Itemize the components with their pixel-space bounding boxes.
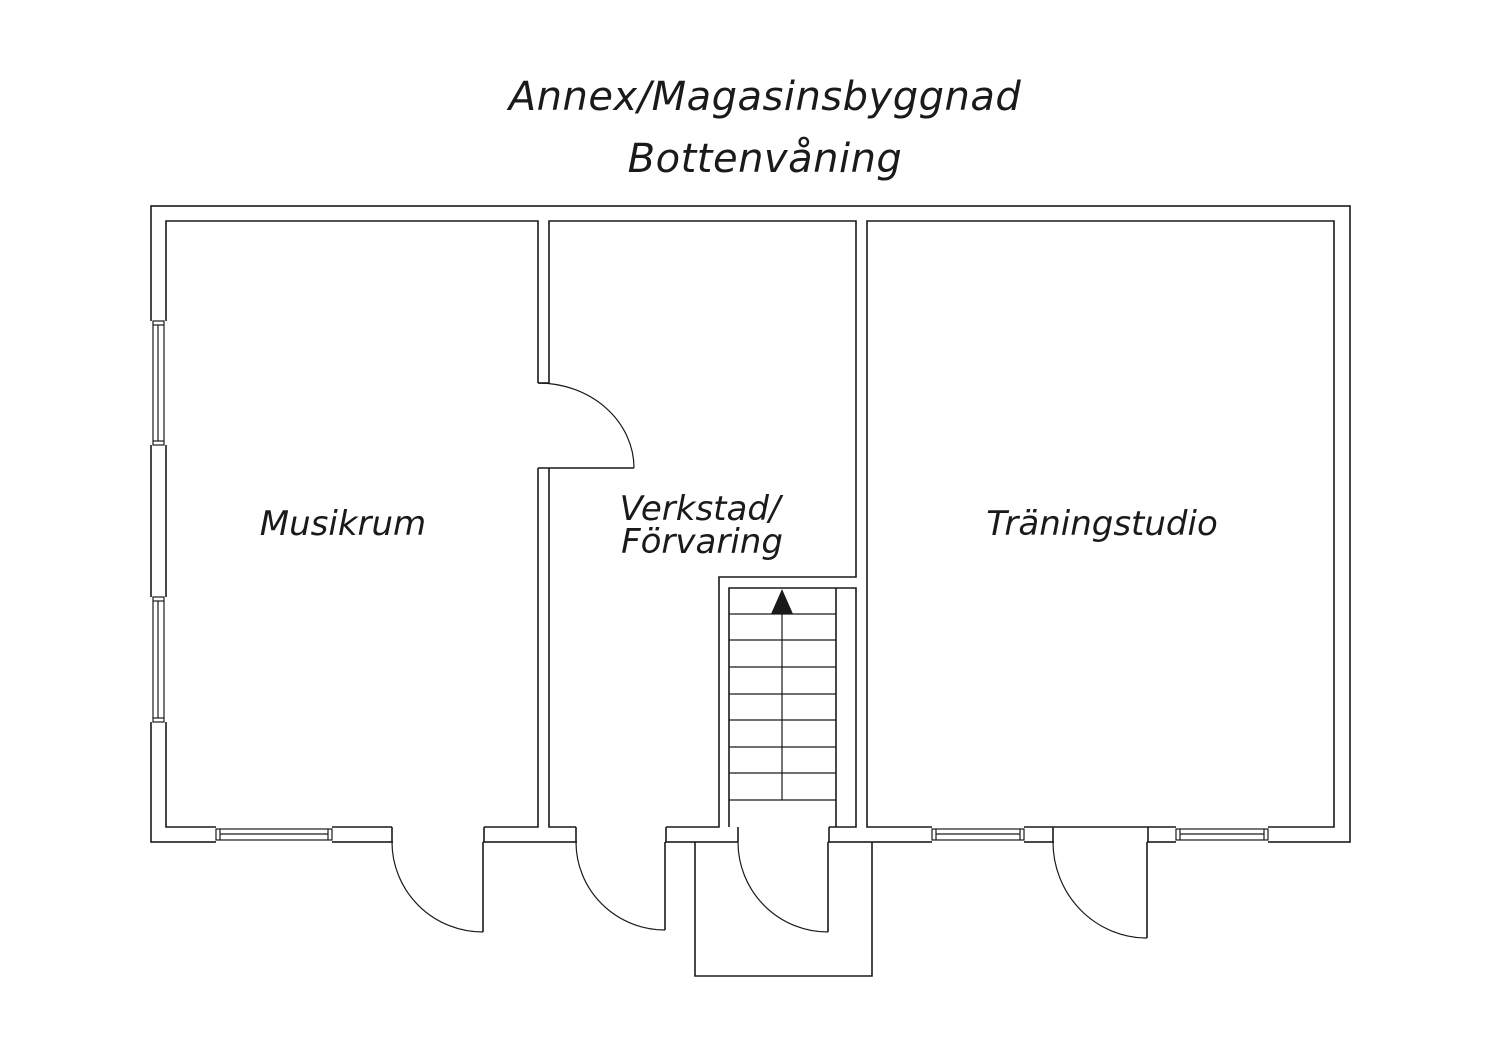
door-swing [575,841,666,931]
entrance-porch [694,842,873,977]
verkstad-wall-lower [548,468,576,828]
window-icon [150,320,167,446]
stair-wall [728,587,857,828]
verkstad-wall [548,220,857,828]
room-label-verkstad-1: Verkstad/ [620,489,784,529]
interior-door-swing [537,382,635,469]
door-swing [1052,841,1148,939]
window-icon [931,826,1025,843]
room-label-musikrum: Musikrum [260,504,426,544]
plan-title: Annex/Magasinsbyggnad [508,74,1022,120]
room-label-verkstad-2: Förvaring [621,522,783,562]
musikrum-wall-lower [484,468,539,828]
room-label-traningstudio: Träningstudio [986,504,1218,544]
window-icon [215,826,333,843]
stair-arrow-icon [771,589,793,614]
door-swing [737,841,829,933]
traning-wall [866,220,1335,828]
door-swing [391,841,484,933]
window-icon [150,596,167,723]
window-icon [1175,826,1269,843]
plan-subtitle: Bottenvåning [627,136,903,182]
